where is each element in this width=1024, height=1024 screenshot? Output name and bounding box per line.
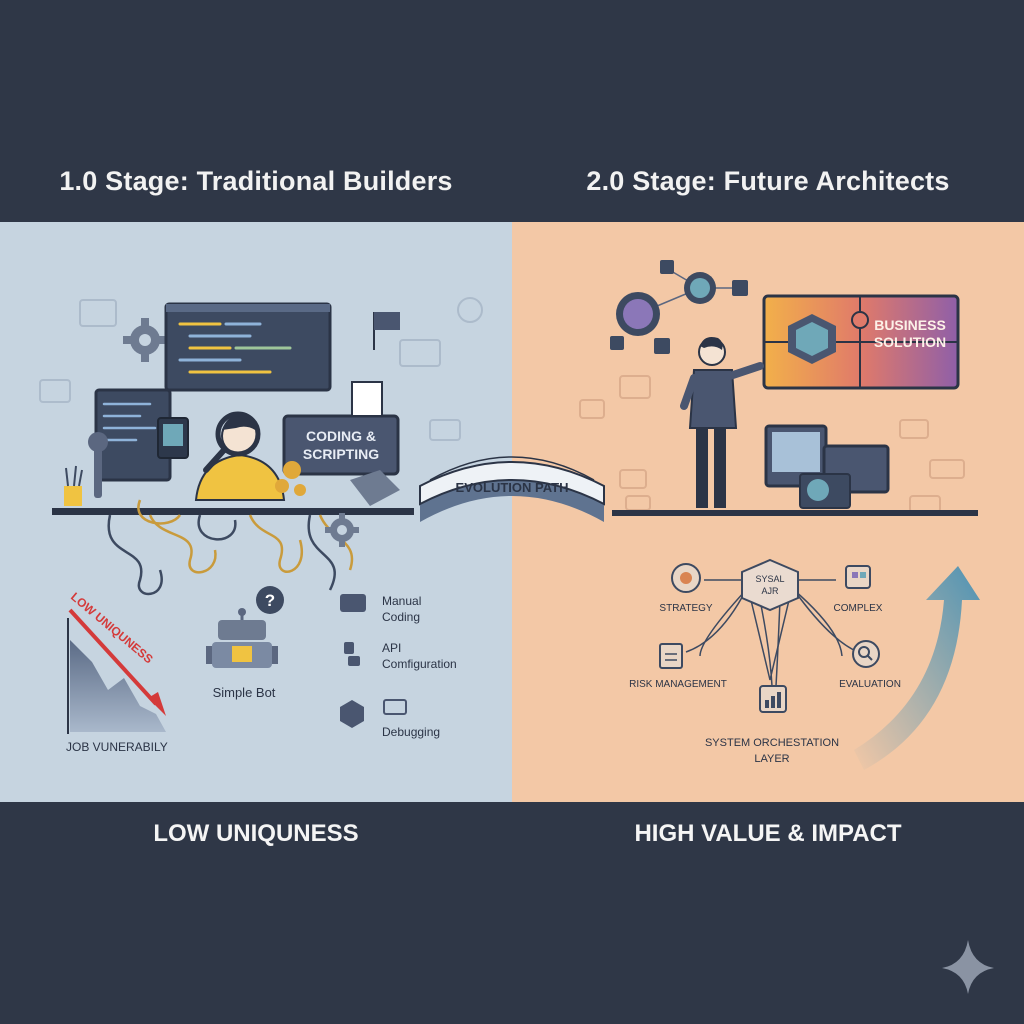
chip-shape: [350, 470, 400, 506]
task-3-line-1: Debugging: [382, 725, 440, 739]
hub-label-1: SYSAL: [755, 574, 784, 584]
task-2-line-1: API: [382, 641, 401, 655]
arrow-down-icon: [148, 692, 166, 716]
right-monitors: [764, 424, 890, 509]
robot-icon: [206, 608, 278, 668]
left-footer: LOW UNIQUNESS: [153, 820, 359, 847]
bar-chart-icon: [759, 685, 787, 713]
task-list: Manual Coding API Comfiguration Debuggin…: [340, 594, 457, 739]
left-faint-decor: [39, 297, 483, 441]
api-plug-icon: [344, 642, 360, 666]
tangled-cables: [107, 499, 354, 596]
task-2-line-2: Comfiguration: [382, 657, 457, 671]
orchestration-label-1: SYSTEM ORCHESTATION: [705, 737, 839, 749]
complex-label: COMPLEX: [834, 603, 883, 614]
arrow-up-icon: [854, 566, 980, 770]
job-vulnerability-caption: JOB VUNERABILY: [66, 740, 168, 754]
simple-bot-label: Simple Bot: [213, 685, 276, 700]
hub-label-2: AJR: [761, 586, 779, 596]
orchestration-diagram: [685, 579, 859, 687]
coding-scripting-monitor: CODING & SCRIPTING: [282, 414, 400, 476]
coder-person: [194, 415, 286, 501]
strategy-node: STRATEGY: [659, 563, 713, 614]
bottom-band: [0, 802, 1024, 1024]
right-faint-decor: [579, 375, 965, 513]
code-window-icon: [340, 594, 366, 612]
svg-text:?: ?: [265, 591, 275, 610]
evaluation-label: EVALUATION: [839, 679, 901, 690]
gear-icon-small: [325, 513, 359, 547]
search-icon: [852, 640, 880, 668]
task-1-line-1: Manual: [382, 594, 421, 608]
puzzle-label-1: BUSINESS: [874, 317, 946, 333]
question-icon: ?: [256, 586, 284, 614]
gear-icon: [123, 318, 167, 362]
right-heading: 2.0 Stage: Future Architects: [586, 166, 950, 196]
risk-node: RISK MANAGEMENT: [629, 643, 727, 690]
puzzle-icon: BUSINESS SOLUTION: [762, 294, 960, 390]
pencil-cup-icon: [64, 465, 83, 506]
network-nodes: [610, 260, 748, 354]
left-desk: [52, 508, 414, 515]
risk-label: RISK MANAGEMENT: [629, 679, 727, 690]
gear-cluster-icon: [275, 461, 306, 496]
flag-icon: [374, 312, 400, 330]
left-heading: 1.0 Stage: Traditional Builders: [59, 166, 453, 196]
document-icon: [351, 381, 383, 417]
evaluation-node: EVALUATION: [839, 640, 901, 690]
orchestration-label-2: LAYER: [754, 753, 789, 765]
vulnerability-chart: LOW UNIQUNESS JOB VUNERABILY: [66, 590, 168, 754]
bridge-label: EVOLUTION PATH: [456, 480, 569, 495]
coding-label-2: SCRIPTING: [303, 446, 379, 462]
task-1-line-2: Coding: [382, 610, 420, 624]
top-band: [0, 0, 1024, 222]
coding-label-1: CODING &: [306, 428, 376, 444]
magnifier-icon: [203, 411, 261, 473]
ai-hub-icon: SYSAL AJR: [741, 558, 799, 612]
complex-node: COMPLEX: [834, 565, 883, 614]
strategy-label: STRATEGY: [659, 603, 712, 614]
bug-hex-icon: [340, 700, 364, 728]
evolution-bridge: EVOLUTION PATH: [419, 456, 605, 522]
right-footer: HIGH VALUE & IMPACT: [634, 820, 902, 847]
architect-person: [680, 337, 764, 508]
right-desk: [612, 510, 978, 516]
wrench-icon: [88, 432, 108, 498]
sparkle-icon: [942, 940, 994, 994]
clipboard-icon: [659, 643, 683, 669]
puzzle-label-2: SOLUTION: [874, 334, 946, 350]
code-monitor: [164, 302, 332, 392]
